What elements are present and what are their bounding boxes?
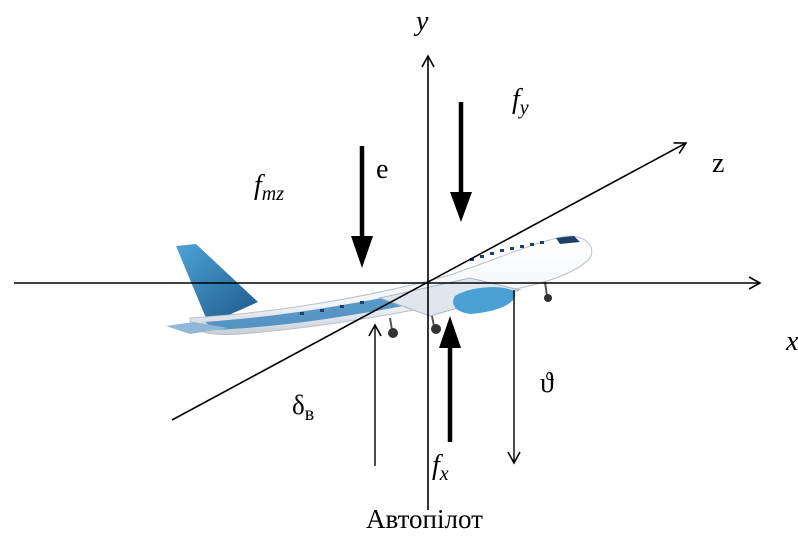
airplane-landing-gear <box>388 281 552 338</box>
f-x-arrow <box>439 316 461 442</box>
f-y-label: fy <box>512 84 529 119</box>
f-x-label: fx <box>432 450 449 485</box>
e-label: e <box>376 154 388 185</box>
z-axis <box>171 142 688 421</box>
airplane-windows <box>300 241 544 315</box>
airplane-fuselage <box>189 235 593 335</box>
f-mz-label: fmz <box>254 170 284 205</box>
y-axis-label: y <box>413 6 429 37</box>
airplane-illustration <box>166 235 593 338</box>
x-axis-label: x <box>785 326 798 357</box>
airplane-cockpit <box>556 236 580 244</box>
delta-v-label: δв <box>292 390 314 425</box>
z-axis-label: z <box>712 148 724 179</box>
caption: Автопілот <box>366 504 483 534</box>
airplane-stabilizer <box>166 322 228 334</box>
airplane-engine <box>453 287 516 314</box>
airplane-tail-fin <box>176 244 258 318</box>
f-y-arrow <box>450 102 472 222</box>
theta-label: ϑ <box>540 368 554 399</box>
e-arrow <box>351 146 373 268</box>
